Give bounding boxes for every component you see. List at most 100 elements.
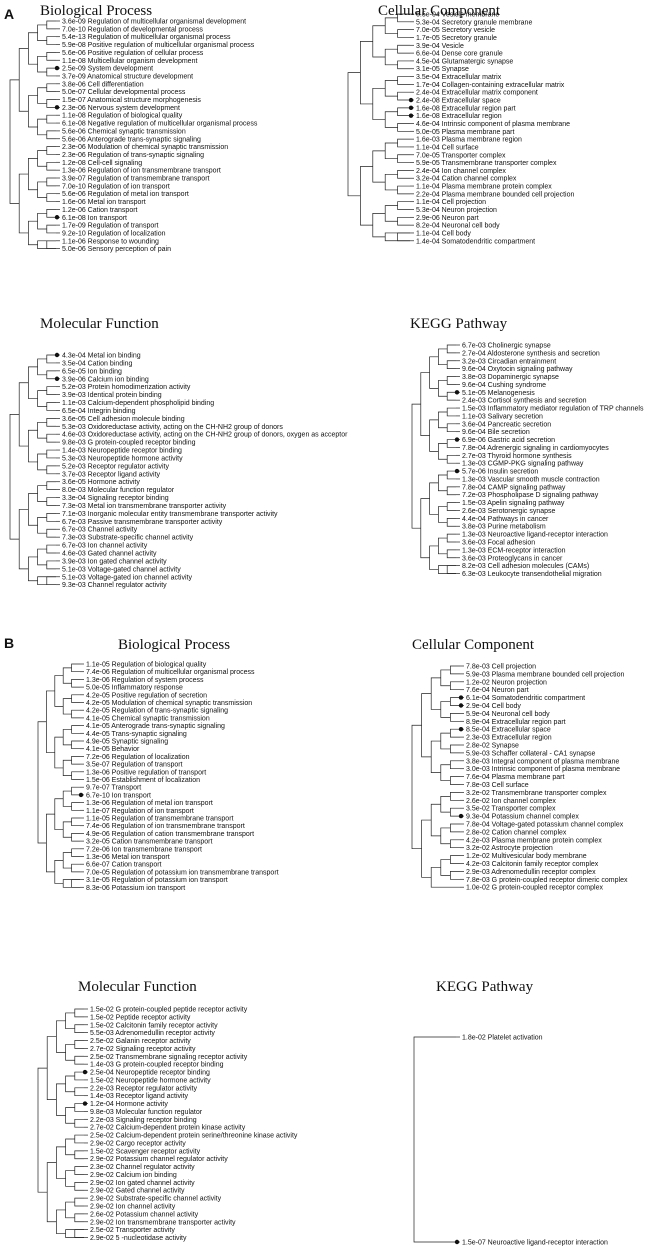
term-label: 2.9e-04 Cell body [466, 703, 521, 710]
term-label: 1.5e-07 Neuroactive ligand-receptor inte… [462, 1240, 608, 1247]
term-label: 3.5e-02 Transporter complex [466, 806, 556, 813]
term-label: 1.2e-02 Multivesicular body membrane [466, 853, 587, 860]
term-label: 6.9e-06 Gastric acid secretion [462, 437, 555, 444]
term-label: 2.5e-02 Transmembrane signaling receptor… [90, 1054, 248, 1061]
term-label: 6.1e-08 Ion transport [62, 215, 127, 222]
highlight-dot [408, 113, 414, 118]
term-label: 1.1e-08 Regulation of biological quality [62, 113, 183, 120]
term-label: 5.4e-13 Regulation of multicellular orga… [62, 34, 231, 41]
term-label: 5.9e-03 Schaffer collateral - CA1 synaps… [466, 750, 596, 757]
term-label: 6.7e-10 Ion transport [86, 792, 151, 799]
term-label: 1.5e-02 Neuropeptide hormone activity [90, 1077, 211, 1084]
term-label: 3.2e-02 Transmembrane transporter comple… [466, 790, 607, 797]
term-label: 1.5e-06 Establishment of localization [86, 777, 200, 784]
term-label: 2.7e-04 Aldosterone synthesis and secret… [462, 350, 600, 357]
term-label: 1.3e-03 Vascular smooth muscle contracti… [462, 476, 600, 483]
term-label: 7.0e-10 Regulation of developmental proc… [62, 26, 203, 33]
term-label: 3.8e-06 Cell differentiation [62, 81, 144, 88]
term-label: 9.3e-04 Potassium channel complex [466, 814, 579, 821]
term-label: 1.1e-06 Response to wounding [62, 238, 159, 245]
highlight-dot [454, 1239, 460, 1245]
term-label: 9.7e-07 Transport [86, 785, 141, 792]
term-label: 1.1e-04 Cell body [416, 230, 471, 237]
term-label: 4.1e-05 Behavior [86, 746, 140, 753]
term-label: 7.8e-03 Cell projection [466, 664, 536, 671]
term-label: 8.5e-04 Extracellular space [466, 727, 551, 734]
panel-b-molecular-function-title: Molecular Function [78, 979, 197, 995]
term-label: 3.7e-03 Receptor ligand activity [62, 471, 161, 478]
term-label: 7.3e-03 Substrate-specific channel activ… [62, 535, 194, 542]
term-label: 4.2e-03 Plasma membrane protein complex [466, 837, 602, 844]
term-label: 1.6e-08 Extracellular region [416, 113, 502, 120]
term-label: 4.6e-03 Gated channel activity [62, 551, 157, 558]
term-label: 3.6e-05 Hormone activity [62, 479, 140, 486]
term-label: 3.7e-09 Anatomical structure development [62, 73, 193, 80]
term-label: 9.3e-03 Channel regulator activity [62, 582, 167, 589]
term-label: 3.6e-09 Regulation of multicellular orga… [62, 19, 246, 26]
term-label: 7.2e-06 Regulation of localization [86, 754, 190, 761]
tree-branch [411, 724, 422, 850]
highlight-dot [82, 1101, 88, 1106]
term-label: 3.2e-05 Cation transmembrane transport [86, 839, 213, 846]
term-label: 1.8e-02 Platelet activation [462, 1035, 543, 1042]
term-label: 1.3e-06 Metal ion transport [86, 854, 170, 861]
tree-branch [347, 72, 361, 197]
term-label: 3.8e-03 Integral component of plasma mem… [466, 758, 619, 765]
term-label: 3.2e-02 Astrocyte projection [466, 845, 553, 852]
term-label: 7.0e-05 Transporter complex [416, 152, 506, 159]
term-label: 2.5e-02 Galanin receptor activity [90, 1038, 191, 1045]
term-label: 4.4e-05 Trans-synaptic signaling [86, 731, 187, 738]
term-label: 7.8e-03 Cell surface [466, 782, 529, 789]
term-label: 1.1e-04 Cell projection [416, 199, 486, 206]
term-label: 2.4e-04 Extracellular matrix component [416, 90, 538, 97]
term-label: 7.8e-03 G protein-coupled receptor dimer… [466, 877, 628, 884]
term-label: 2.2e-03 Signaling receptor binding [90, 1117, 197, 1124]
term-label: 1.3e-03 CGMP-PKG signaling pathway [462, 461, 584, 468]
term-label: 7.6e-04 Neuron part [466, 687, 529, 694]
tree-branches [347, 13, 410, 242]
term-label: 2.9e-02 5 -nucleotidase activity [90, 1235, 187, 1242]
term-label: 3.2e-03 Circadian entrainment [462, 358, 556, 365]
panel-a-cellular-component-title: Cellular Component [378, 3, 501, 19]
term-label: 2.7e-02 Calcium-dependent protein kinase… [90, 1125, 246, 1132]
term-label: 7.2e-06 Ion transmembrane transport [86, 846, 202, 853]
term-label: 4.6e-04 Intrinsic component of plasma me… [416, 121, 570, 128]
tree-branch [37, 721, 47, 844]
term-label: 1.3e-03 ECM-receptor interaction [462, 547, 566, 554]
term-label: 8.2e-03 Cell adhesion molecules (CAMs) [462, 563, 589, 570]
term-label: 3.1e-05 Regulation of potassium ion tran… [86, 877, 228, 884]
panel-b-biological-process-title: Biological Process [118, 637, 231, 653]
highlight-dot [54, 352, 60, 358]
term-label: 1.2e-06 Cation transport [62, 207, 138, 214]
term-label: 3.9e-06 Calcium ion binding [62, 376, 149, 383]
highlight-dot [54, 105, 60, 110]
term-label: 3.9e-03 Identical protein binding [62, 392, 162, 399]
panel-b-label: B [4, 635, 15, 651]
term-label: 1.2e-08 Cell-cell signaling [62, 160, 142, 167]
term-label: 8.0e-03 Molecular function regulator [62, 487, 175, 494]
term-label: 1.3e-06 Regulation of system process [86, 677, 204, 684]
term-label: 2.9e-06 Neuron part [416, 215, 479, 222]
term-label: 2.8e-02 Synapse [466, 743, 519, 750]
term-label: 4.2e-05 Regulation of trans-synaptic sig… [86, 708, 228, 715]
term-label: 7.4e-06 Regulation of multicellular orga… [86, 669, 255, 676]
term-label: 1.6e-03 Plasma membrane region [416, 137, 522, 144]
term-label: 5.9e-04 Neuronal cell body [466, 711, 550, 718]
term-label: 7.8e-04 CAMP signaling pathway [462, 484, 566, 491]
term-label: 9.8e-03 G protein-coupled receptor bindi… [62, 440, 196, 447]
tree-branch [413, 1036, 456, 1243]
panel-a-biological-process-title: Biological Process [40, 3, 153, 19]
term-label: 8.3e-06 Potassium ion transport [86, 885, 185, 892]
term-label: 9.6e-04 Cushing syndrome [462, 382, 546, 389]
term-label: 3.5e-04 Cation binding [62, 360, 133, 367]
term-label: 4.5e-04 Glutamatergic synapse [416, 58, 513, 65]
term-label: 1.7e-05 Secretory granule [416, 35, 497, 42]
term-label: 4.2e-05 Positive regulation of secretion [86, 692, 207, 699]
term-label: 3.6e-05 Cell adhesion molecule binding [62, 416, 185, 423]
panel-b-cellular-component-title: Cellular Component [412, 637, 535, 653]
term-label: 2.9e-02 Gated channel activity [90, 1188, 185, 1195]
term-label: 1.5e-02 Scavenger receptor activity [90, 1148, 201, 1155]
term-label: 1.5e-07 Anatomical structure morphogenes… [62, 97, 201, 104]
